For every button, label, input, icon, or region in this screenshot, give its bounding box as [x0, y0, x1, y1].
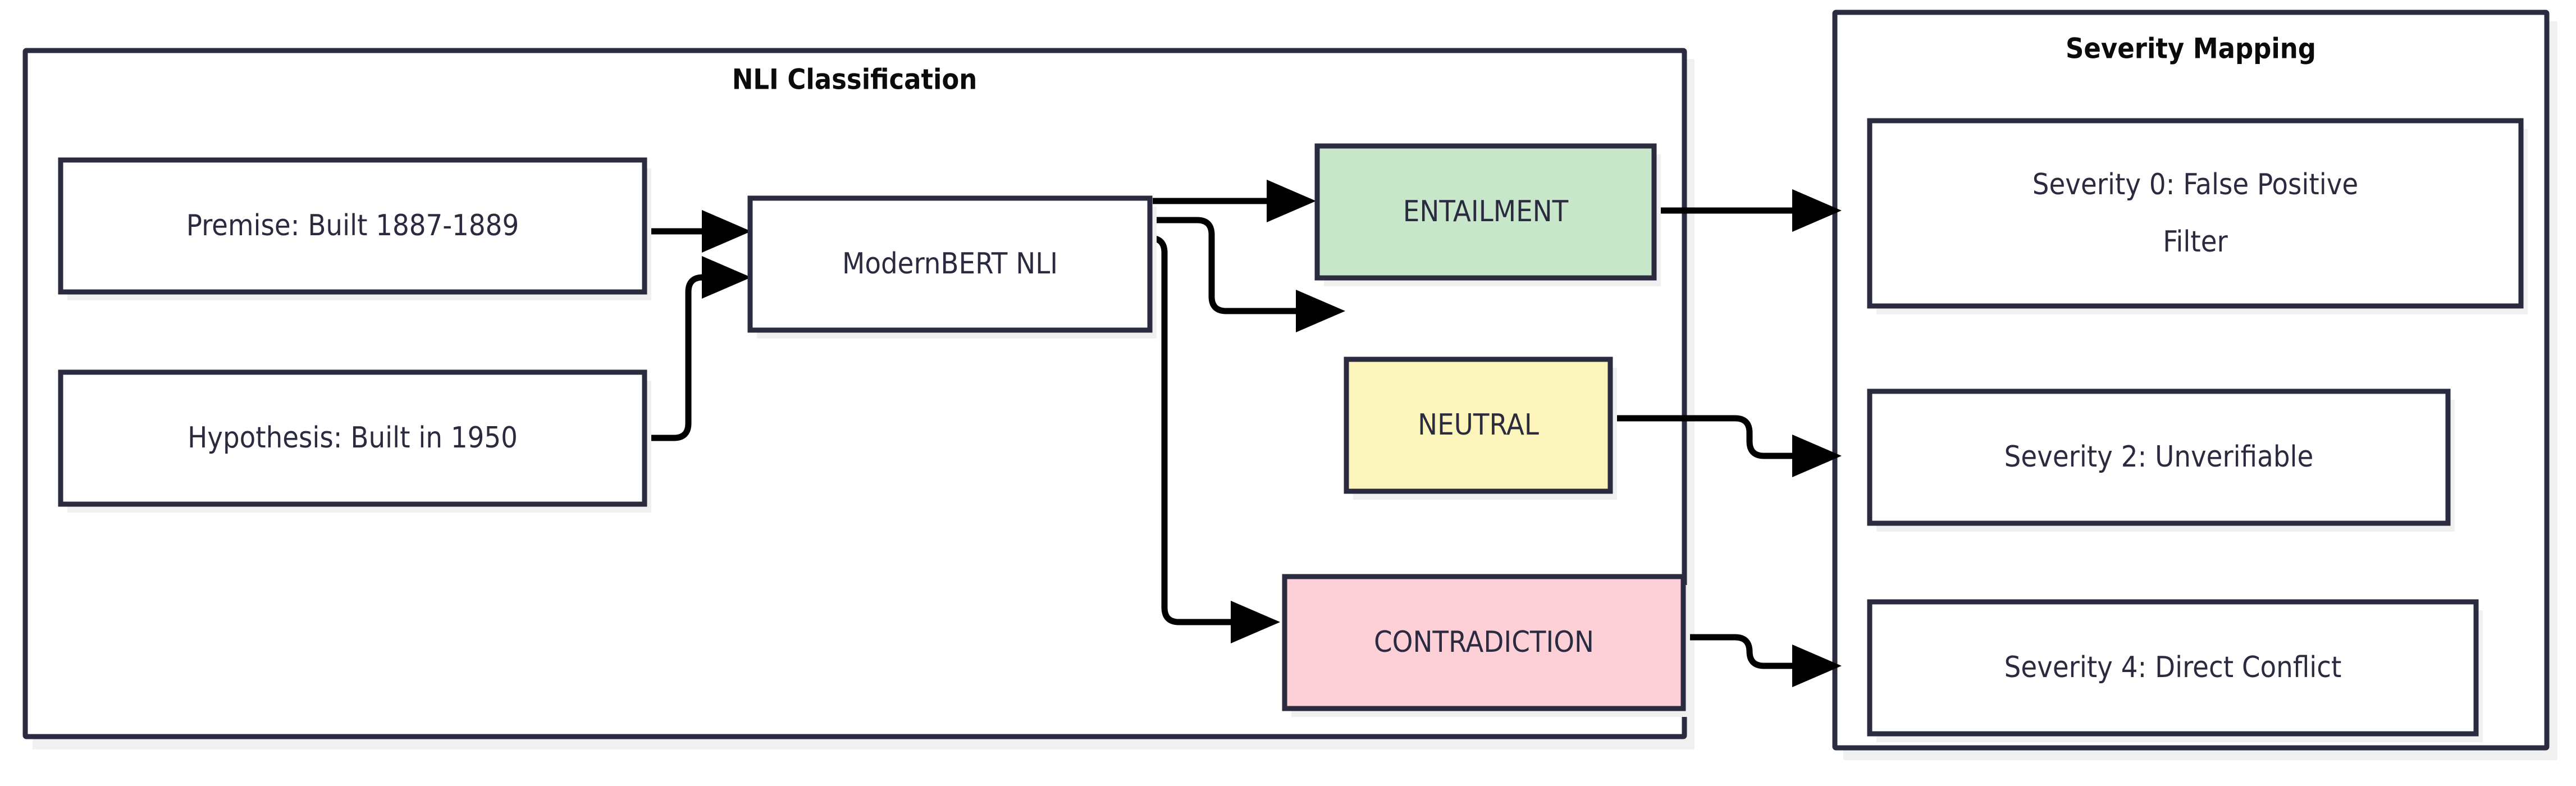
- node-severity-2[interactable]: Severity 2: Unverifiable: [1867, 389, 2455, 532]
- node-contradiction-label: CONTRADICTION: [1374, 625, 1594, 659]
- edges-group: [646, 180, 1842, 687]
- edge-model-to-contradiction-arrowhead: [1231, 601, 1280, 643]
- node-severity2-box[interactable]: [1867, 389, 2451, 526]
- node-hypothesis-box[interactable]: [58, 369, 647, 507]
- node-severity4-box[interactable]: [1867, 599, 2479, 737]
- node-premise[interactable]: Premise: Built 1887-1889: [58, 157, 651, 300]
- node-hypothesis[interactable]: Hypothesis: Built in 1950: [58, 369, 651, 513]
- node-modernbert-box[interactable]: [747, 195, 1153, 333]
- node-premise-box[interactable]: [58, 157, 647, 295]
- node-neutral[interactable]: NEUTRAL: [1344, 357, 1617, 500]
- node-severity4-label: Severity 4: Direct Conflict: [2004, 651, 2342, 684]
- edge-model-to-neutral: [1153, 217, 1299, 314]
- node-severity-4[interactable]: Severity 4: Direct Conflict: [1867, 599, 2483, 742]
- edge-premise-to-model-arrowhead: [702, 210, 751, 253]
- node-severity0-label-line1: Severity 0: False Positive: [2033, 168, 2358, 202]
- edge-model-to-neutral-arrowhead: [1296, 290, 1345, 332]
- edge-entailment-to-severity0-arrowhead: [1792, 189, 1842, 232]
- node-entailment[interactable]: ENTAILMENT: [1314, 143, 1661, 286]
- edge-neutral-to-severity2: [1605, 415, 1796, 459]
- node-modernbert-nli[interactable]: ModernBERT NLI: [747, 195, 1157, 339]
- node-contradiction-box[interactable]: [1282, 574, 1686, 711]
- node-neutral-box[interactable]: [1344, 357, 1613, 494]
- node-entailment-label: ENTAILMENT: [1403, 195, 1569, 229]
- node-modernbert-label: ModernBERT NLI: [842, 247, 1058, 281]
- edge-neutral-to-severity2-arrowhead: [1792, 435, 1842, 477]
- node-hypothesis-label: Hypothesis: Built in 1950: [188, 421, 518, 455]
- edge-contradiction-to-severity4: [1644, 634, 1796, 669]
- node-severity-0[interactable]: Severity 0: False Positive Filter: [1867, 118, 2528, 314]
- node-contradiction[interactable]: CONTRADICTION: [1282, 574, 1690, 717]
- node-premise-label: Premise: Built 1887-1889: [186, 209, 519, 243]
- node-neutral-label: NEUTRAL: [1418, 408, 1539, 442]
- edge-contradiction-to-severity4-arrowhead: [1792, 645, 1842, 687]
- edge-hypothesis-to-model-arrowhead: [702, 256, 751, 299]
- node-entailment-box[interactable]: [1314, 143, 1657, 281]
- cluster-nli-title: NLI Classification: [732, 63, 978, 96]
- node-severity2-label: Severity 2: Unverifiable: [2004, 440, 2314, 474]
- node-severity0-label-line2: Filter: [2163, 225, 2228, 259]
- cluster-severity-title: Severity Mapping: [2066, 33, 2316, 65]
- edge-hypothesis-to-model: [646, 274, 706, 441]
- edge-model-to-entailment-arrowhead: [1267, 180, 1316, 222]
- node-severity0-box[interactable]: [1867, 118, 2524, 309]
